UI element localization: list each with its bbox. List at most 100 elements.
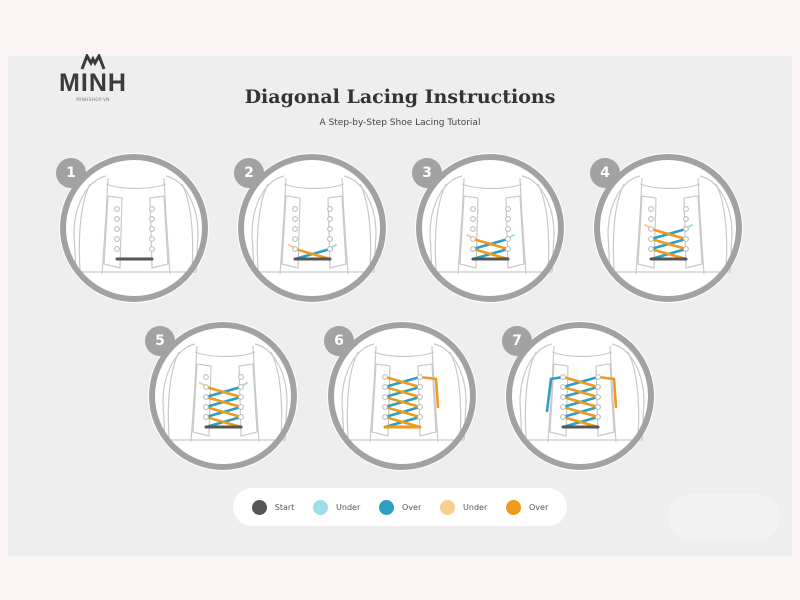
lace-pattern [382, 374, 440, 429]
legend-label: Under [336, 502, 361, 512]
legend-swatch-icon [251, 499, 267, 515]
legend-label: Over [402, 502, 422, 512]
lace-over-orange [383, 395, 422, 409]
shoe-collar [105, 183, 167, 190]
eyelet [292, 216, 298, 222]
step-number-badge: 2 [234, 158, 264, 188]
lace-pattern [545, 374, 618, 429]
page-title: Diagonal Lacing Instructions [244, 86, 556, 108]
lace-over-orange [561, 375, 600, 389]
step-7: 7 [502, 320, 656, 472]
lace-pattern [644, 206, 693, 261]
lace-over-orange [561, 385, 600, 399]
eyelet [114, 206, 120, 212]
brand-name: MINH [59, 69, 127, 97]
step-number-badge: 5 [145, 326, 175, 356]
lace-over-orange [561, 405, 600, 419]
legend-label: Start [274, 502, 295, 512]
eyelet [203, 374, 209, 380]
eyelet [382, 394, 388, 400]
circle-ring [238, 154, 386, 302]
lace-pattern [199, 374, 248, 429]
eyelet [238, 394, 244, 400]
faded-button[interactable] [668, 494, 780, 540]
eyelet [560, 374, 566, 380]
lace-pattern [466, 206, 515, 261]
shoe-collar [373, 351, 435, 358]
shoe-side-panel [524, 351, 640, 439]
lace-over-orange [383, 405, 422, 419]
lace-over-orange [434, 377, 440, 409]
shoe-tongue-edge [369, 345, 439, 443]
eyelet [560, 414, 566, 420]
eyelet [470, 246, 476, 252]
legend-item: Under [440, 499, 487, 515]
shoe-drawing [162, 343, 288, 443]
circle-fill [148, 321, 298, 471]
shoe-tongue-edge [279, 177, 349, 275]
step-1: 1 [56, 152, 210, 304]
shoe-drawing [607, 175, 733, 275]
shoe-drawing [429, 175, 555, 275]
step-6: 6 [324, 320, 478, 472]
eyelet [595, 404, 601, 410]
eyelet [149, 226, 155, 232]
eyelet [149, 206, 155, 212]
step-number-badge: 4 [590, 158, 620, 188]
page-subtitle: A Step-by-Step Shoe Lacing Tutorial [319, 118, 481, 128]
eyelet [382, 384, 388, 390]
shoe-eyestay [637, 195, 703, 269]
legend-item: Over [379, 499, 422, 515]
shoe-illustration [505, 321, 655, 471]
eyelet [648, 226, 654, 232]
eyelet [648, 216, 654, 222]
eyelet [560, 404, 566, 410]
eyelet [149, 246, 155, 252]
eyelet [327, 246, 333, 252]
eyelet [327, 236, 333, 242]
shoe-eyestay [459, 195, 525, 269]
eyelet [595, 384, 601, 390]
shoe-side-panel [346, 351, 462, 439]
eyelet [292, 236, 298, 242]
eyelet [114, 226, 120, 232]
circle-fill [59, 153, 209, 303]
eyelet [292, 226, 298, 232]
circle-ring [506, 322, 654, 470]
step-number-badge: 1 [56, 158, 86, 188]
eyelet [238, 384, 244, 390]
eyelet [203, 384, 209, 390]
shoe-illustration [237, 153, 387, 303]
shoe-collar [639, 183, 701, 190]
shoe-illustration [593, 153, 743, 303]
shoe-illustration [59, 153, 209, 303]
eyelet [327, 216, 333, 222]
shoe-collar [461, 183, 523, 190]
shoe-eyestay [549, 363, 615, 437]
shoe-side-panel [167, 351, 283, 439]
lace-over-orange [561, 415, 600, 429]
legend-label: Over [528, 502, 549, 512]
eyelet [417, 384, 423, 390]
eyelet [648, 206, 654, 212]
legend-item: Under [313, 499, 361, 515]
shoe-side-panel [434, 183, 550, 271]
circle-ring [416, 154, 564, 302]
eyelet [505, 206, 511, 212]
shoe-eyestay [103, 195, 169, 269]
shoe-side-panel [612, 183, 728, 271]
circle-fill [593, 153, 743, 303]
circle-fill [327, 321, 477, 471]
lace-over-orange [471, 247, 510, 261]
eyelet [683, 226, 689, 232]
eyelet [114, 236, 120, 242]
shoe-eyestay [281, 195, 347, 269]
shoe-tongue-edge [457, 177, 527, 275]
circle-ring [594, 154, 742, 302]
step-2: 2 [234, 152, 388, 304]
lace-over-orange [204, 385, 243, 399]
eyelet [470, 206, 476, 212]
shoe-collar [194, 351, 256, 358]
step-5: 5 [145, 320, 299, 472]
lace-over-orange [204, 415, 243, 429]
